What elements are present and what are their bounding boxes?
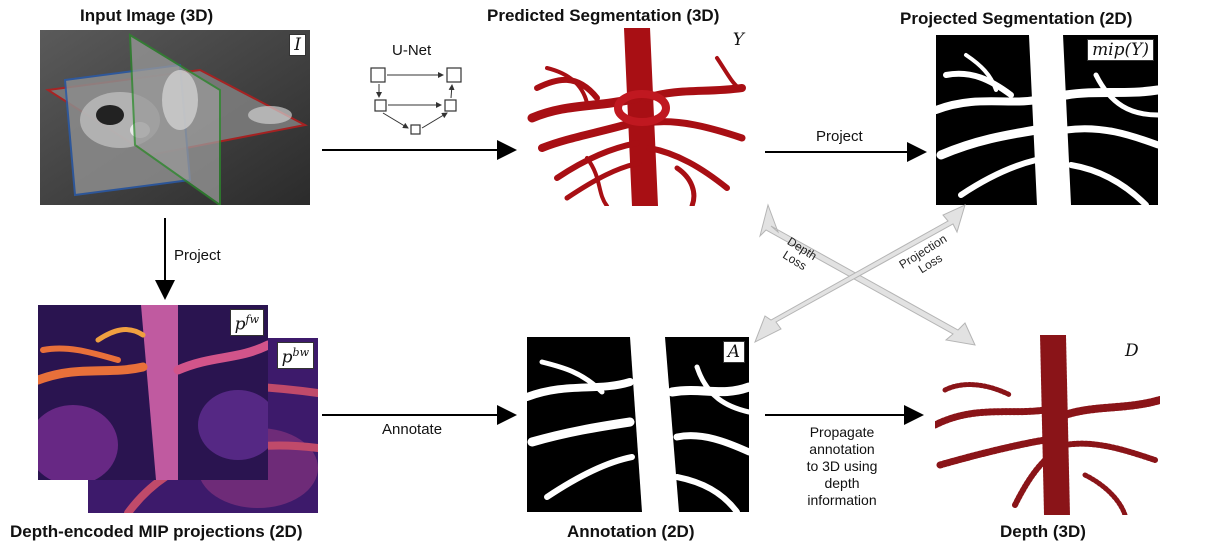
- propagate-line-4: depth: [824, 475, 860, 491]
- unet-diagram: [370, 67, 462, 135]
- annotation-panel: A: [527, 337, 749, 512]
- title-depth: Depth (3D): [1000, 522, 1086, 541]
- depth-loss-arrow: [759, 203, 976, 346]
- ct-volume-graphic: [40, 30, 310, 205]
- vessel-tree-3d: [527, 28, 746, 206]
- mip-forward-panel: pfw: [38, 305, 268, 480]
- tag-projected-mipY: mip(Y): [1087, 39, 1154, 61]
- predicted-segmentation-panel: Y: [527, 28, 750, 206]
- title-projected-segmentation: Projected Segmentation (2D): [900, 9, 1133, 28]
- projection-loss-label: Projection Loss: [897, 232, 950, 277]
- binary-projection-graphic: [936, 35, 1158, 205]
- tag-mip-bw: pbw: [276, 342, 314, 369]
- title-annotation: Annotation (2D): [567, 522, 695, 541]
- projection-loss-arrow: [754, 204, 966, 344]
- propagate-line-2: annotation: [809, 441, 875, 457]
- title-mip-projections: Depth-encoded MIP projections (2D): [10, 522, 303, 541]
- annotate-label: Annotate: [382, 421, 443, 438]
- propagate-label: Propagate annotation to 3D using depth i…: [787, 424, 897, 509]
- tag-mip-fw: pfw: [229, 309, 264, 336]
- depth-panel: D: [935, 335, 1160, 515]
- tag-predicted-Y: Y: [732, 30, 744, 50]
- propagate-line-3: to 3D using: [806, 458, 878, 474]
- title-predicted-segmentation: Predicted Segmentation (3D): [487, 6, 720, 25]
- mip-forward-graphic: [38, 305, 268, 480]
- project-label-top: Project: [816, 128, 863, 145]
- tag-input-I: I: [289, 34, 306, 56]
- project-label-left: Project: [174, 247, 221, 264]
- annotation-mask-graphic: [527, 337, 749, 512]
- tag-depth-D: D: [1125, 341, 1139, 361]
- propagate-line-5: information: [807, 492, 877, 508]
- input-image-panel: I: [40, 30, 310, 205]
- tag-annotation-A: A: [722, 341, 745, 363]
- projected-segmentation-panel: mip(Y): [936, 35, 1158, 205]
- depth-vessel-graphic: [935, 335, 1160, 515]
- unet-label: U-Net: [392, 42, 432, 59]
- propagate-line-1: Propagate: [809, 424, 875, 440]
- title-input-image: Input Image (3D): [80, 6, 214, 25]
